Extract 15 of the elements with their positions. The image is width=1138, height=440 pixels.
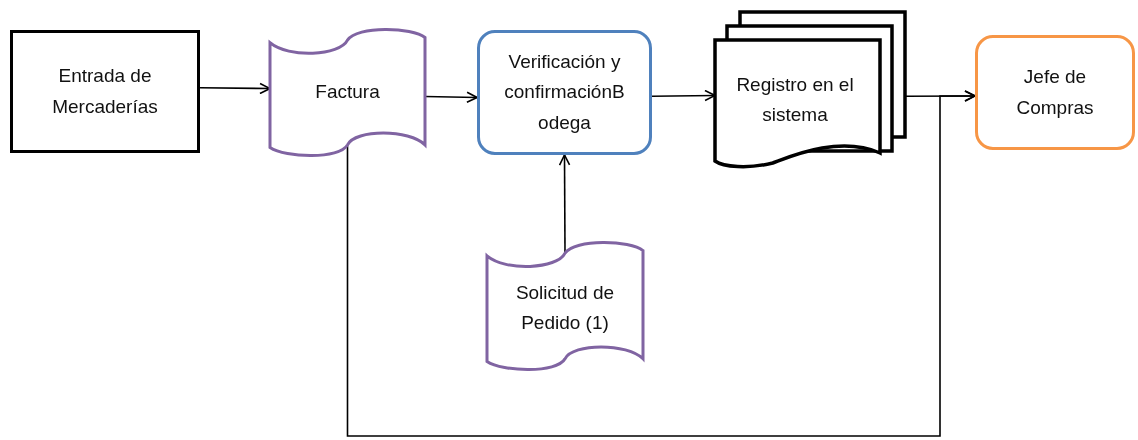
arrow [346, 90, 976, 437]
node-label: Verificación y confirmaciónB odega [503, 49, 626, 135]
multi-document-shape [715, 12, 905, 168]
process-box [10, 30, 200, 153]
punched-tape-shape [270, 27, 425, 158]
arrow [558, 154, 571, 253]
punched-tape-shape [487, 240, 643, 372]
node-label: Solicitud de Pedido (1) [514, 280, 616, 335]
node-label: Jefe de Compras [1015, 65, 1095, 120]
rounded-process-box [975, 35, 1135, 150]
rounded-process-box [477, 30, 652, 155]
node-label: Factura [315, 80, 380, 105]
arrow [199, 82, 271, 95]
node-label: Registro en el sistema [735, 72, 855, 127]
node-label: Entrada de Mercaderías [51, 64, 159, 119]
